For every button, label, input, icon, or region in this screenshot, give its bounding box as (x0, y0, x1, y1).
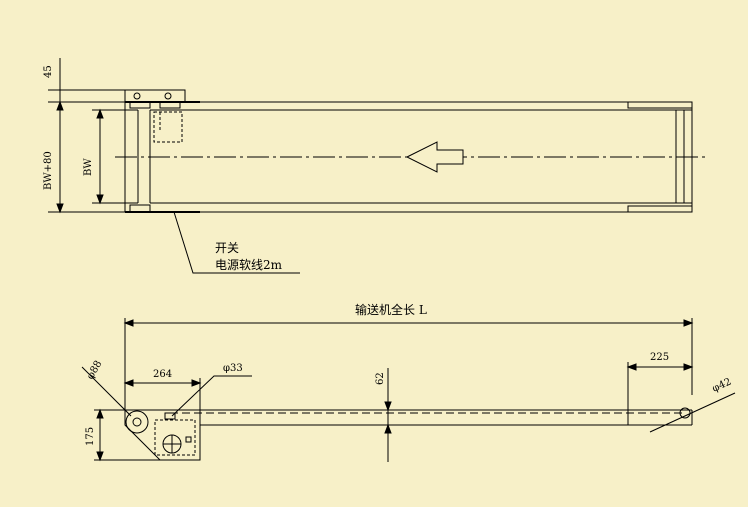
dim264-arrow-right (191, 379, 202, 387)
dim225-label: 225 (650, 352, 669, 363)
switch-box (185, 436, 192, 443)
motor-hidden-side (154, 419, 196, 456)
dim225-arrow-left (626, 363, 637, 371)
bracket-bolt-1 (133, 92, 141, 100)
bottom-bracket-block (129, 204, 151, 213)
dimbw80-arrow-bottom (56, 203, 64, 214)
top-view (48, 58, 708, 274)
dim62-arrow-bottom (384, 423, 392, 434)
dim175-arrow-top (96, 408, 104, 419)
bracket-bolt-2 (164, 92, 172, 100)
dimbw-label: BW (83, 158, 94, 176)
dim45-label: 45 (43, 65, 54, 78)
phi33-leader (171, 375, 252, 417)
bracket-block-1 (129, 101, 151, 109)
dimbw80-arrow-top (56, 100, 64, 111)
dimbw80-label: BW+80 (43, 151, 54, 190)
dim225-arrow-right (683, 363, 694, 371)
small-block (164, 412, 176, 420)
dimbw-arrow-top (96, 108, 104, 119)
drive-head-body (124, 409, 201, 461)
tail-bottom-plate (627, 205, 693, 213)
length-label: 输送机全长 L (355, 302, 427, 317)
bracket-block-2 (159, 101, 181, 109)
dim62-label: 62 (375, 372, 386, 385)
phi42-label: φ42 (711, 376, 734, 394)
dim62-arrow-top (384, 401, 392, 412)
dim264-label: 264 (153, 369, 172, 380)
motor-hidden (153, 111, 183, 143)
cable-label: 电源软线2m (215, 258, 283, 272)
tail-top-plate (627, 101, 693, 109)
drive-pulley-hub (132, 417, 142, 427)
switch-label: 开关 (215, 241, 239, 255)
length-arrow-right (683, 319, 694, 327)
length-arrow-left (123, 319, 134, 327)
phi42-leader (649, 392, 736, 433)
drive-pulley (125, 410, 149, 434)
phi88-leader (81, 366, 132, 417)
phi88-label: φ88 (85, 359, 104, 382)
tail-pulley (679, 407, 691, 419)
switch-leader (173, 211, 300, 274)
dim175-arrow-bottom (96, 451, 104, 462)
phi33-label: φ33 (223, 363, 243, 374)
side-view (81, 318, 736, 462)
dim264-arrow-left (123, 379, 134, 387)
direction-arrow (405, 141, 464, 173)
dim175-label: 175 (85, 427, 96, 446)
dimbw-arrow-bottom (96, 194, 104, 205)
